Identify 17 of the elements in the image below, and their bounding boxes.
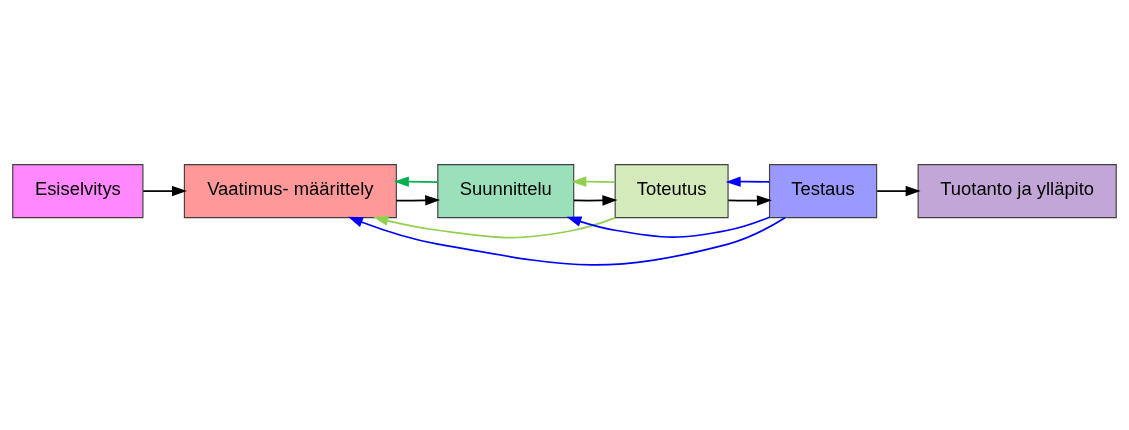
node-box: Toteutus bbox=[614, 164, 729, 219]
arrow bbox=[393, 176, 439, 187]
arrow bbox=[573, 195, 618, 206]
node-box: Vaatimus- määrittely bbox=[183, 164, 397, 219]
arrow bbox=[373, 215, 617, 239]
arrow bbox=[347, 216, 786, 266]
node-box: Esiselvitys bbox=[12, 164, 144, 219]
arrow bbox=[142, 185, 187, 197]
arrow bbox=[727, 195, 772, 206]
arrow bbox=[566, 216, 771, 239]
arrow bbox=[571, 176, 616, 187]
node-box: Suunnittelu bbox=[437, 164, 575, 219]
arrow bbox=[725, 176, 771, 187]
arrow bbox=[876, 185, 921, 197]
arrow bbox=[395, 195, 441, 206]
node-box: Tuotanto ja ylläpito bbox=[917, 164, 1117, 219]
node-box: Testaus bbox=[768, 164, 878, 219]
